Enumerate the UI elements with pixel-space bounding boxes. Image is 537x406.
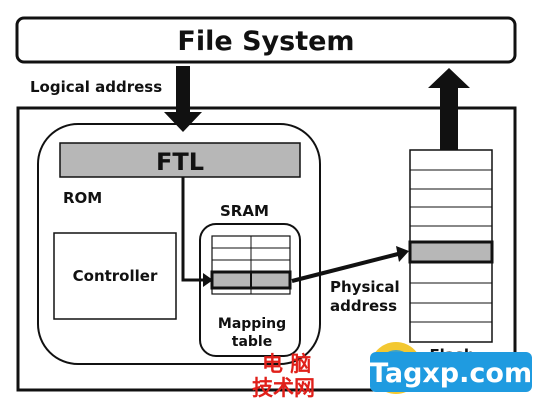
physical-address-arrow: [291, 252, 399, 283]
file-system-block: File System: [15, 16, 517, 64]
watermark-site-text: Tagxp.com: [370, 358, 532, 389]
controller-block: Controller: [53, 232, 177, 320]
watermark-chinese-line2: 技术网: [252, 376, 315, 400]
ssd-outer-box: [16, 106, 517, 392]
logical-address-arrow: [164, 66, 202, 132]
physical-address-label-line2: address: [330, 297, 397, 315]
watermark-chinese-line1: 电 脑: [262, 352, 311, 376]
sram-block: Mapping table: [199, 223, 301, 357]
mapping-table-grid: [210, 235, 292, 295]
mapping-table-label-line1: Mapping: [218, 316, 286, 332]
watermark-banner: [370, 352, 532, 392]
watermark: 电 脑 技术网 Tagxp.com: [252, 342, 532, 400]
rom-label: ROM: [63, 189, 102, 207]
flash-block: Flash: [408, 149, 494, 364]
sram-label: SRAM: [220, 202, 269, 220]
physical-address-label-line1: Physical: [330, 278, 400, 296]
controller-label: Controller: [73, 267, 158, 285]
flash-selected-page: [408, 240, 494, 264]
file-system-label: File System: [177, 26, 354, 57]
logical-address-label: Logical address: [30, 78, 162, 96]
ftl-to-mapping-arrow: [181, 177, 204, 282]
ftl-block: FTL: [59, 142, 301, 178]
controller-region: [37, 123, 321, 365]
ftl-label: FTL: [156, 148, 204, 176]
mapping-table-label-line2: table: [232, 334, 272, 350]
